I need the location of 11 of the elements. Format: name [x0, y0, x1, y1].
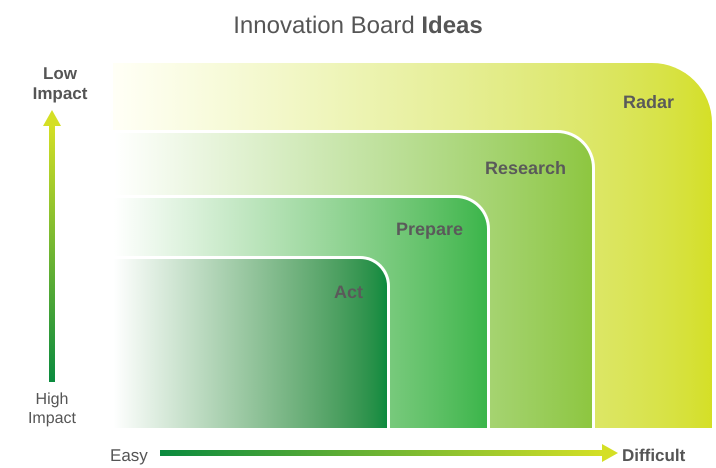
- zone-label: Prepare: [396, 218, 463, 241]
- nested-zone-panel: [113, 63, 712, 428]
- zone-label: Research: [484, 157, 566, 180]
- axis-label: High Impact: [26, 390, 77, 428]
- axis-label: Low Impact: [32, 64, 88, 104]
- zone-label: Radar: [622, 91, 674, 114]
- title: Innovation Board Ideas: [232, 11, 484, 41]
- zone-label: Act: [334, 281, 363, 304]
- axis-label: Difficult: [622, 445, 686, 467]
- nested-zone-panel: [113, 130, 595, 428]
- axis-label: Easy: [110, 445, 148, 467]
